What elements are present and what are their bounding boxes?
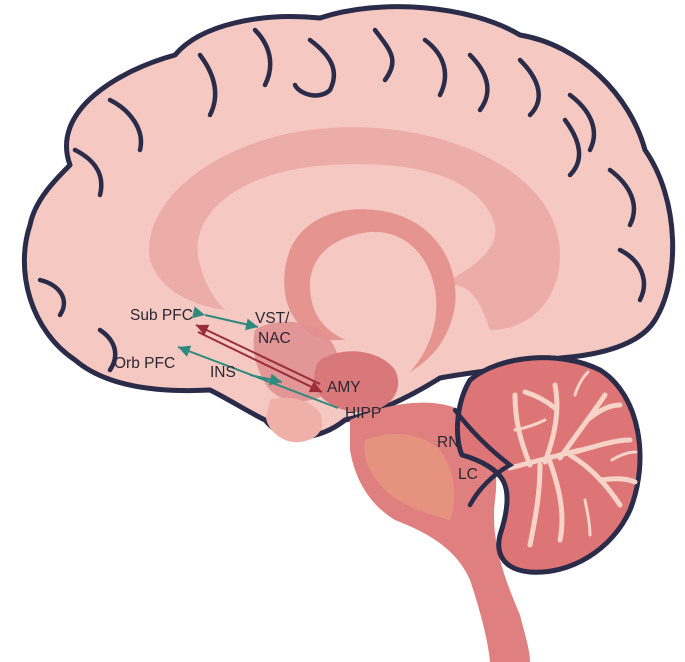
label-vst: VST/	[255, 310, 290, 327]
label-rn: RN	[437, 434, 459, 451]
label-orb-pfc: Orb PFC	[114, 355, 175, 372]
label-nac: NAC	[258, 330, 291, 347]
label-sub-pfc: Sub PFC	[130, 307, 193, 324]
label-hipp: HIPP	[345, 405, 381, 422]
label-ins: INS	[210, 364, 236, 381]
label-amy: AMY	[327, 379, 361, 396]
label-lc: LC	[458, 466, 478, 483]
